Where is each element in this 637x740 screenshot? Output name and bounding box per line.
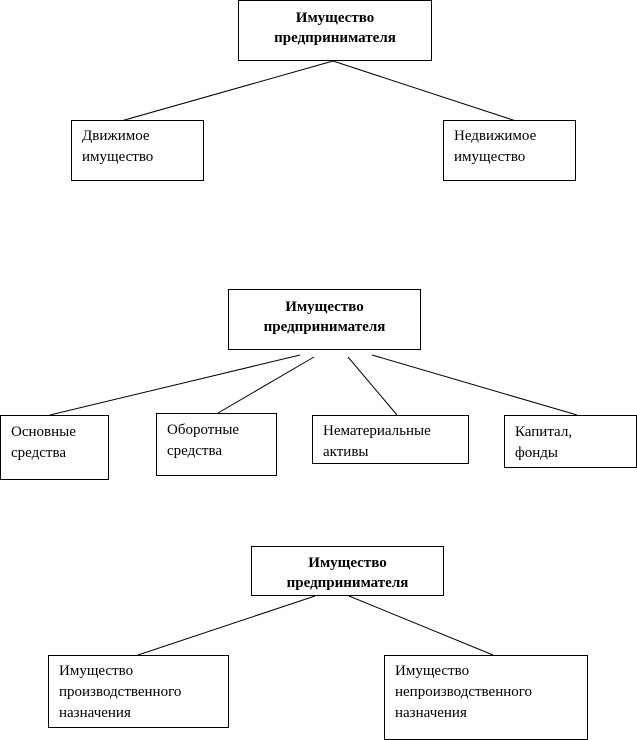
diagram-3-root-line-2: предпринимателя [286, 575, 409, 591]
diagram-3-child-non-production: Имущество непроизводственного назначения [384, 655, 588, 740]
connector-d2-c2 [217, 356, 315, 414]
diagram-1-child-1-line-1: Движимое [82, 128, 150, 144]
diagram-3-child-1-line-3: назначения [59, 705, 131, 721]
diagram-2-child-1-line-2: средства [11, 445, 67, 461]
diagram-2-child-2-line-2: средства [167, 443, 223, 459]
connector-d3-c1 [137, 595, 316, 656]
diagram-1-child-1-line-2: имущество [82, 149, 154, 165]
connector-d1-c2 [332, 60, 517, 122]
diagram-2-child-2-line-1: Оборотные [167, 422, 240, 438]
diagram-2-root-line-1: Имущество [285, 299, 364, 315]
diagram-1-child-movable: Движимое имущество [71, 120, 204, 181]
diagram-2-child-fixed-assets: Основные средства [0, 415, 109, 480]
diagram-3-child-2-line-3: назначения [395, 705, 467, 721]
diagram-3-child-2-line-2: непроизводственного [395, 684, 533, 700]
diagram-1-root: Имущество предпринимателя [238, 0, 432, 61]
diagram-2-root: Имущество предпринимателя [228, 289, 421, 350]
connector-d1-c1 [120, 60, 334, 122]
diagram-2-child-capital-funds: Капитал, фонды [504, 415, 637, 468]
diagram-1-root-line-2: предпринимателя [274, 30, 396, 46]
diagram-1-root-line-1: Имущество [295, 10, 375, 26]
diagram-2-child-1-line-1: Основные [11, 424, 76, 440]
diagram-2-child-4-line-1: Капитал, [515, 424, 573, 440]
diagram-1-child-immovable: Недвижимое имущество [443, 120, 576, 181]
diagram-2-child-current-assets: Оборотные средства [156, 413, 277, 476]
diagram-2-child-3-line-1: Нематериальные [323, 423, 431, 439]
diagram-1-child-2-line-1: Недвижимое [454, 128, 537, 144]
diagram-1-child-2-line-2: имущество [454, 149, 526, 165]
diagram-3-root: Имущество предпринимателя [251, 546, 444, 596]
diagram-2-child-3-line-2: активы [323, 444, 369, 460]
diagram-3-child-1-line-2: производственного [59, 684, 182, 700]
diagram-2-root-line-2: предпринимателя [263, 319, 386, 335]
connector-d3-c2 [348, 595, 494, 656]
diagram-3-child-production: Имущество производственного назначения [48, 655, 229, 728]
diagram-3-child-2-line-1: Имущество [395, 663, 470, 679]
connector-d2-c3 [347, 356, 398, 416]
diagram-2-child-4-line-2: фонды [515, 445, 558, 461]
diagram-3-root-line-1: Имущество [308, 555, 387, 571]
diagram-3-child-1-line-1: Имущество [59, 663, 134, 679]
diagram-2-child-intangible-assets: Нематериальные активы [312, 415, 469, 464]
connector-d2-c4 [371, 354, 578, 416]
connector-d2-c1 [49, 354, 301, 416]
